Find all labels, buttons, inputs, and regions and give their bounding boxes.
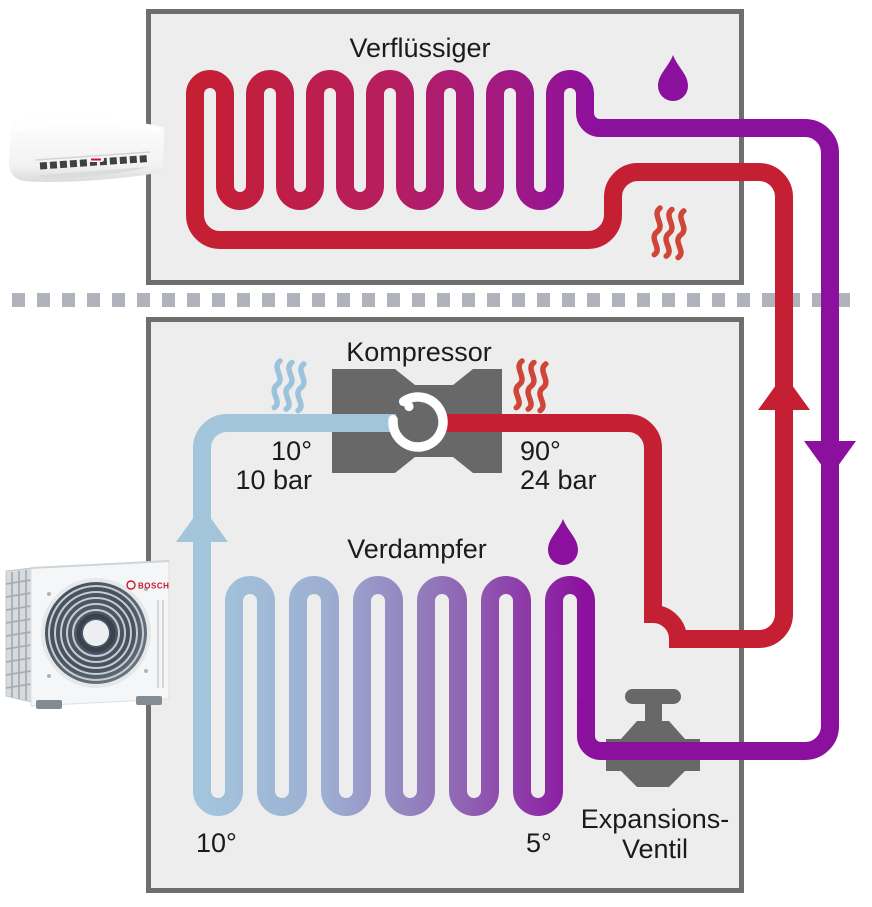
evaporator-label: Verdampfer xyxy=(347,534,487,564)
flow-arrow-suction-up xyxy=(176,506,228,542)
liquid-pipe xyxy=(577,119,839,760)
droplet-icon-condenser xyxy=(658,55,688,101)
evaporator-left-temp-value: 10° xyxy=(196,828,237,858)
evaporator-coil xyxy=(193,576,595,816)
indoor-unit-photo xyxy=(8,116,164,182)
expansion-valve-label: Expansions- Ventil xyxy=(555,804,755,864)
suction-pressure-value: 10 bar xyxy=(235,465,312,495)
compressor-label: Kompressor xyxy=(346,337,492,367)
hot-gas-pipe xyxy=(186,163,793,648)
expansion-valve-label-line2: Ventil xyxy=(621,834,689,864)
compressor-icon xyxy=(332,369,502,473)
heat-waves-discharge-red xyxy=(513,358,549,414)
discharge-pressure-value: 24 bar xyxy=(520,465,597,495)
expansion-valve-label-line1: Expansions- xyxy=(580,804,730,834)
compressor-rotor-icon xyxy=(388,392,448,452)
outdoor-unit-photo: BOSCH xyxy=(5,560,170,709)
flow-arrow-liquid-down xyxy=(804,441,856,477)
heat-waves-suction-blue xyxy=(271,358,307,414)
droplet-icon-evaporator xyxy=(548,519,578,565)
expansion-valve-icon xyxy=(606,689,700,787)
condenser-label: Verflüssiger xyxy=(349,33,491,63)
evaporator-right-temp-value: 5° xyxy=(526,828,552,858)
bosch-emblem-icon xyxy=(126,580,136,590)
bosch-logo-text: BOSCH xyxy=(138,582,169,591)
flow-arrow-hot-up xyxy=(758,374,810,410)
suction-temp-value: 10° xyxy=(271,436,312,466)
suction-pipe xyxy=(193,414,396,700)
discharge-temp-value: 90° xyxy=(520,436,561,466)
heat-waves-condenser-red xyxy=(651,205,687,261)
zone-divider-dashed-line xyxy=(12,293,860,307)
condenser-coil xyxy=(186,70,601,210)
